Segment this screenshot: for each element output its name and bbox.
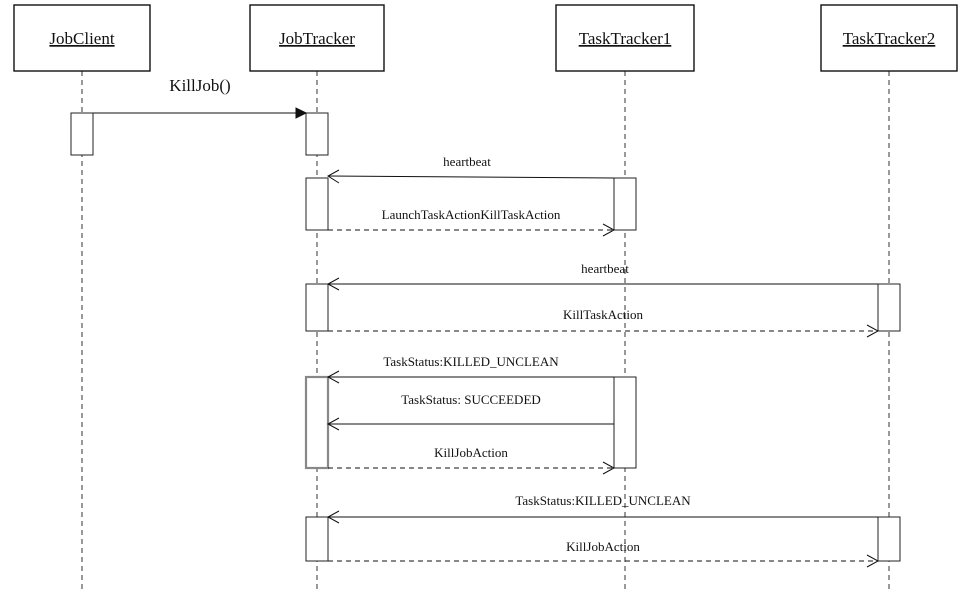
- arrowhead-open: [326, 277, 340, 291]
- activation-jobtracker-1: [305, 112, 329, 156]
- actor-label-tasktracker2: TaskTracker2: [843, 29, 936, 48]
- activation-jobtracker-5: [305, 516, 329, 562]
- message-killjobaction-tt1: KillJobAction: [328, 445, 616, 475]
- actor-jobtracker: JobTracker: [249, 4, 385, 72]
- message-taskstatus-succeeded: TaskStatus: SUCCEEDED: [326, 392, 614, 431]
- activation-tasktracker2-2: [877, 516, 901, 562]
- message-label: heartbeat: [443, 154, 491, 169]
- actor-label-tasktracker1: TaskTracker1: [579, 29, 672, 48]
- activation-jobtracker-4: [304, 375, 330, 470]
- arrowhead-open: [602, 223, 616, 237]
- message-launchtask-killtask: LaunchTaskActionKillTaskAction: [328, 207, 616, 237]
- arrowhead-filled: [295, 107, 308, 119]
- arrowhead-open: [602, 461, 616, 475]
- message-label: TaskStatus:KILLED_UNCLEAN: [383, 354, 559, 369]
- message-label: KillJob(): [169, 76, 230, 95]
- message-label: LaunchTaskActionKillTaskAction: [382, 207, 561, 222]
- actor-jobclient: JobClient: [13, 4, 151, 72]
- activation-tasktracker2-1: [877, 283, 901, 332]
- activation-jobtracker-2: [305, 177, 329, 231]
- arrowhead-open: [866, 554, 880, 568]
- actor-tasktracker1: TaskTracker1: [555, 4, 695, 72]
- message-killjob: KillJob(): [93, 76, 308, 119]
- actor-tasktracker2: TaskTracker2: [820, 4, 958, 72]
- activation-jobclient: [70, 112, 94, 156]
- arrowhead-open: [326, 510, 340, 524]
- message-killtaskaction: KillTaskAction: [328, 307, 880, 338]
- message-label: KillJobAction: [434, 445, 508, 460]
- actor-label-jobclient: JobClient: [49, 29, 114, 48]
- message-label: TaskStatus: SUCCEEDED: [401, 392, 541, 407]
- arrowhead-open: [866, 324, 880, 338]
- arrowhead-open: [327, 169, 340, 184]
- message-label: KillJobAction: [566, 539, 640, 554]
- arrowhead-open: [326, 417, 340, 431]
- message-killjobaction-tt2: KillJobAction: [328, 539, 880, 568]
- actor-label-jobtracker: JobTracker: [279, 29, 355, 48]
- message-label: KillTaskAction: [563, 307, 643, 322]
- message-taskstatus-killed-unclean-tt1: TaskStatus:KILLED_UNCLEAN: [326, 354, 614, 384]
- message-taskstatus-killed-unclean-tt2: TaskStatus:KILLED_UNCLEAN: [326, 493, 878, 524]
- message-heartbeat-tt2: heartbeat: [326, 261, 878, 291]
- message-heartbeat-tt1: heartbeat: [327, 154, 615, 184]
- activation-tasktracker1-2: [613, 376, 637, 469]
- message-label: heartbeat: [581, 261, 629, 276]
- activation-tasktracker1-1: [613, 177, 637, 231]
- arrowhead-open: [326, 370, 340, 384]
- activation-jobtracker-3: [305, 283, 329, 332]
- message-label: TaskStatus:KILLED_UNCLEAN: [515, 493, 691, 508]
